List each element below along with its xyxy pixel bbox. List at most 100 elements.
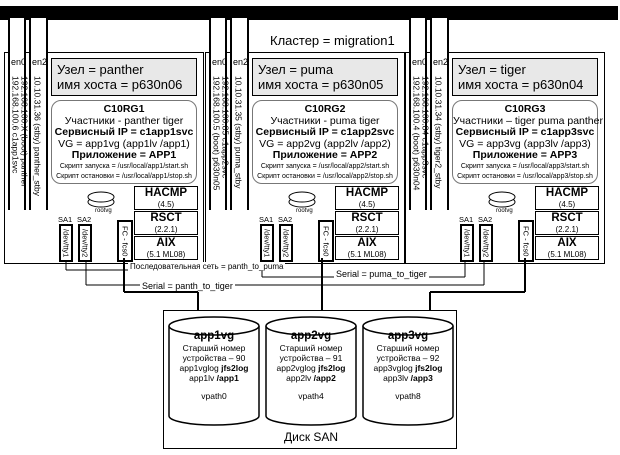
node-name: Узел = puma: [258, 62, 334, 77]
rsct-layer-version: (2.2.1): [555, 225, 579, 234]
tty1-label: /dev/tty1: [262, 229, 272, 258]
ip-text-1: 192.168.100.4 (boot) p630n04: [411, 76, 422, 191]
rail-en0-tiger: [409, 18, 427, 210]
rootvg-label: rootvg: [296, 208, 313, 214]
rg-name: C10RG1: [103, 103, 145, 115]
ip-text-3: 10.10.31.35 (stby) puma_stby: [233, 76, 244, 189]
rg-stop-script: Скрипт остановки = /usr/local/app2/stop.…: [257, 172, 393, 180]
disk-vpath: vpath0: [201, 391, 227, 401]
disk-log-name: app1vglog: [179, 363, 219, 373]
ip-text-1: 192.168.100.6 c1app1svc: [10, 76, 21, 174]
serial-label-puma-tiger: Serial = puma_to_tiger: [334, 269, 429, 279]
serial-port-tty1: /dev/tty1: [59, 224, 73, 262]
rg-service-ip: Сервисный IP = c1app2svc: [255, 126, 395, 138]
hacmp-layer-version: (4.5): [157, 200, 175, 209]
rail-en0-panther: [8, 18, 26, 210]
en2-label: en2: [233, 57, 249, 67]
disk-major-label: Старший номер: [182, 343, 246, 353]
disk-name: app1vg: [193, 330, 235, 342]
rg-application: Приложение = APP1: [71, 149, 177, 161]
en2-label: en2: [32, 57, 48, 67]
disk-mount: /app1: [216, 373, 239, 383]
rg-volume-group: VG = app1vg (app1lv /app1): [58, 137, 190, 150]
node-name: Узел = tiger: [458, 62, 526, 77]
hacmp-layer-title: HACMP: [144, 187, 188, 199]
ip-text-2: 192.168.100.85 c1app2svc: [220, 76, 231, 179]
disk-name: app2vg: [290, 330, 332, 342]
rsct-layer: RSCT(2.2.1): [535, 211, 599, 235]
rail-en2-tiger: [430, 18, 449, 210]
fc-label: FC - fcs0: [321, 226, 331, 257]
rg-stop-script: Скрипт остановки = /usr/local/app3/stop.…: [457, 172, 593, 180]
hacmp-layer: HACMP(4.5): [535, 186, 599, 210]
hacmp-layer: HACMP(4.5): [335, 186, 399, 210]
disk-log: app1vglog jfs2log: [168, 363, 260, 373]
disk-lv: app2lv /app2: [265, 373, 357, 383]
hacmp-layer-title: HACMP: [545, 187, 589, 199]
disk-log-type: jfs2log: [318, 363, 346, 373]
aix-layer-version: (5.1 ML08): [347, 250, 387, 259]
tty2-label: /dev/tty2: [281, 229, 291, 258]
rootvg-disk-icon: [487, 191, 517, 209]
sa1-label: SA1: [259, 215, 274, 224]
disk-log-type: jfs2log: [221, 363, 249, 373]
hacmp-layer-version: (4.5): [358, 200, 376, 209]
disk-name: app3vg: [387, 330, 429, 342]
rg-name: C10RG2: [304, 103, 346, 115]
rg-start-script: Скрипт запуска = /usr/local/app2/start.s…: [260, 162, 390, 170]
serial-port-tty2: /dev/tty2: [78, 224, 92, 262]
rail-en2-panther: [29, 18, 48, 210]
rg-participants: Участники - panther tiger: [64, 114, 184, 127]
disk-lv: app3lv /app3: [362, 373, 454, 383]
rg-service-ip: Сервисный IP = c1app1svc: [54, 126, 194, 138]
serial-port-tty1: /dev/tty1: [260, 224, 274, 262]
aix-layer-version: (5.1 ML08): [547, 250, 587, 259]
rsct-layer-version: (2.2.1): [154, 225, 178, 234]
tty1-label: /dev/tty1: [61, 229, 71, 258]
disk-log-name: app3vglog: [373, 363, 413, 373]
rg-participants: Участники – tiger puma panther: [453, 114, 603, 127]
aix-layer: AIX(5.1 ML08): [335, 236, 399, 260]
rg-volume-group: VG = app3vg (app3lv /app3): [459, 137, 591, 150]
rsct-layer-title: RSCT: [351, 212, 383, 224]
disk-major-number: устройства – 92: [376, 353, 440, 363]
aix-layer: AIX(5.1 ML08): [535, 236, 599, 260]
rail-en2-puma: [230, 18, 249, 210]
rg-application: Приложение = APP2: [272, 149, 378, 161]
node-name: Узел = panther: [57, 62, 144, 77]
disk-mount: /app2: [313, 373, 336, 383]
rg-stop-script: Скрипт остановки = /usr/local/app1/stop.…: [56, 172, 192, 180]
rsct-layer-title: RSCT: [150, 212, 182, 224]
rootvg-disk-icon: [86, 191, 116, 209]
serial-label-panth-tiger: Serial = panth_to_tiger: [140, 281, 235, 291]
tty1-label: /dev/tty1: [462, 229, 472, 258]
rsct-layer-version: (2.2.1): [355, 225, 379, 234]
aix-layer-version: (5.1 ML08): [146, 250, 186, 259]
sa2-label: SA2: [478, 215, 493, 224]
en0-label: en0: [212, 57, 228, 67]
sa2-label: SA2: [278, 215, 293, 224]
cluster-title: Кластер = migration1: [270, 33, 395, 48]
aix-layer: AIX(5.1 ML08): [134, 236, 198, 260]
rg-name: C10RG3: [504, 103, 546, 115]
serial-port-tty2: /dev/tty2: [279, 224, 293, 262]
disk-lv-name: app1lv: [189, 373, 215, 383]
fc-label: FC - fcs0: [120, 226, 130, 257]
disk-major-label: Старший номер: [376, 343, 440, 353]
cluster-network-bar: [0, 6, 618, 20]
sa1-label: SA1: [459, 215, 474, 224]
disk-log-name: app2vglog: [276, 363, 316, 373]
disk-mount: /app3: [410, 373, 433, 383]
rg-application: Приложение = APP3: [472, 149, 578, 161]
disk-major-number: устройства – 91: [279, 353, 343, 363]
ip-text-1: 192.168.100.5 (boot) p630n05: [211, 76, 222, 191]
hacmp-layer-version: (4.5): [558, 200, 576, 209]
disk-vpath: vpath8: [395, 391, 421, 401]
serial-port-tty2: /dev/tty2: [479, 224, 493, 262]
